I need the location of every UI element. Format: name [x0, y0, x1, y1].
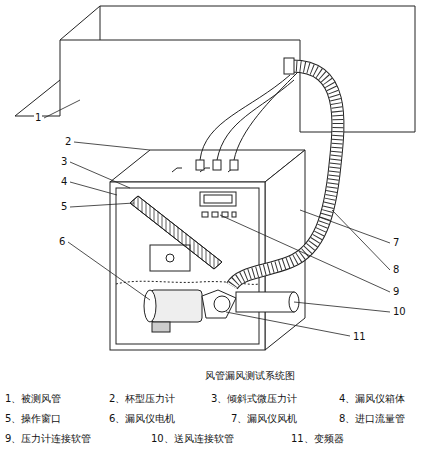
legend-item: 11、变频器 [290, 433, 345, 444]
tested-duct [15, 6, 415, 132]
callout-number: 5 [60, 201, 68, 212]
leader-lines [44, 100, 390, 336]
control-display [200, 192, 236, 217]
legend-item: 9、压力计连接软管 [4, 433, 92, 444]
callout-number: 8 [392, 264, 400, 275]
tester-fan [202, 290, 299, 318]
legend-item: 8、进口流量管 [338, 413, 406, 424]
tester-motor [144, 290, 202, 332]
pressure-hoses [200, 72, 298, 160]
operating-window [150, 245, 190, 271]
tester-cabinet [110, 150, 305, 350]
callout-number: 2 [64, 136, 72, 147]
callout-number: 6 [58, 236, 66, 247]
supply-hose [232, 58, 338, 286]
legend-item: 5、操作窗口 [4, 413, 62, 424]
inclined-manometer [130, 196, 222, 269]
callout-number: 9 [392, 286, 400, 297]
legend-item: 6、漏风仪电机 [108, 413, 176, 424]
callout-number: 4 [60, 176, 68, 187]
legend-item: 10、送风连接软管 [150, 433, 235, 444]
legend-item: 3、倾斜式微压力计 [210, 393, 298, 404]
callout-number: 1 [34, 112, 42, 123]
callout-number: 7 [392, 237, 400, 248]
callout-number: 10 [392, 306, 407, 317]
figure-caption: 风管漏风测试系统图 [204, 370, 296, 381]
callout-number: 3 [60, 156, 68, 167]
legend-item: 4、漏风仪箱体 [338, 393, 406, 404]
callout-number: 11 [352, 331, 367, 342]
legend-item: 7、漏风仪风机 [230, 413, 298, 424]
legend-item: 1、被测风管 [4, 393, 62, 404]
legend-item: 2、杯型压力计 [108, 393, 176, 404]
